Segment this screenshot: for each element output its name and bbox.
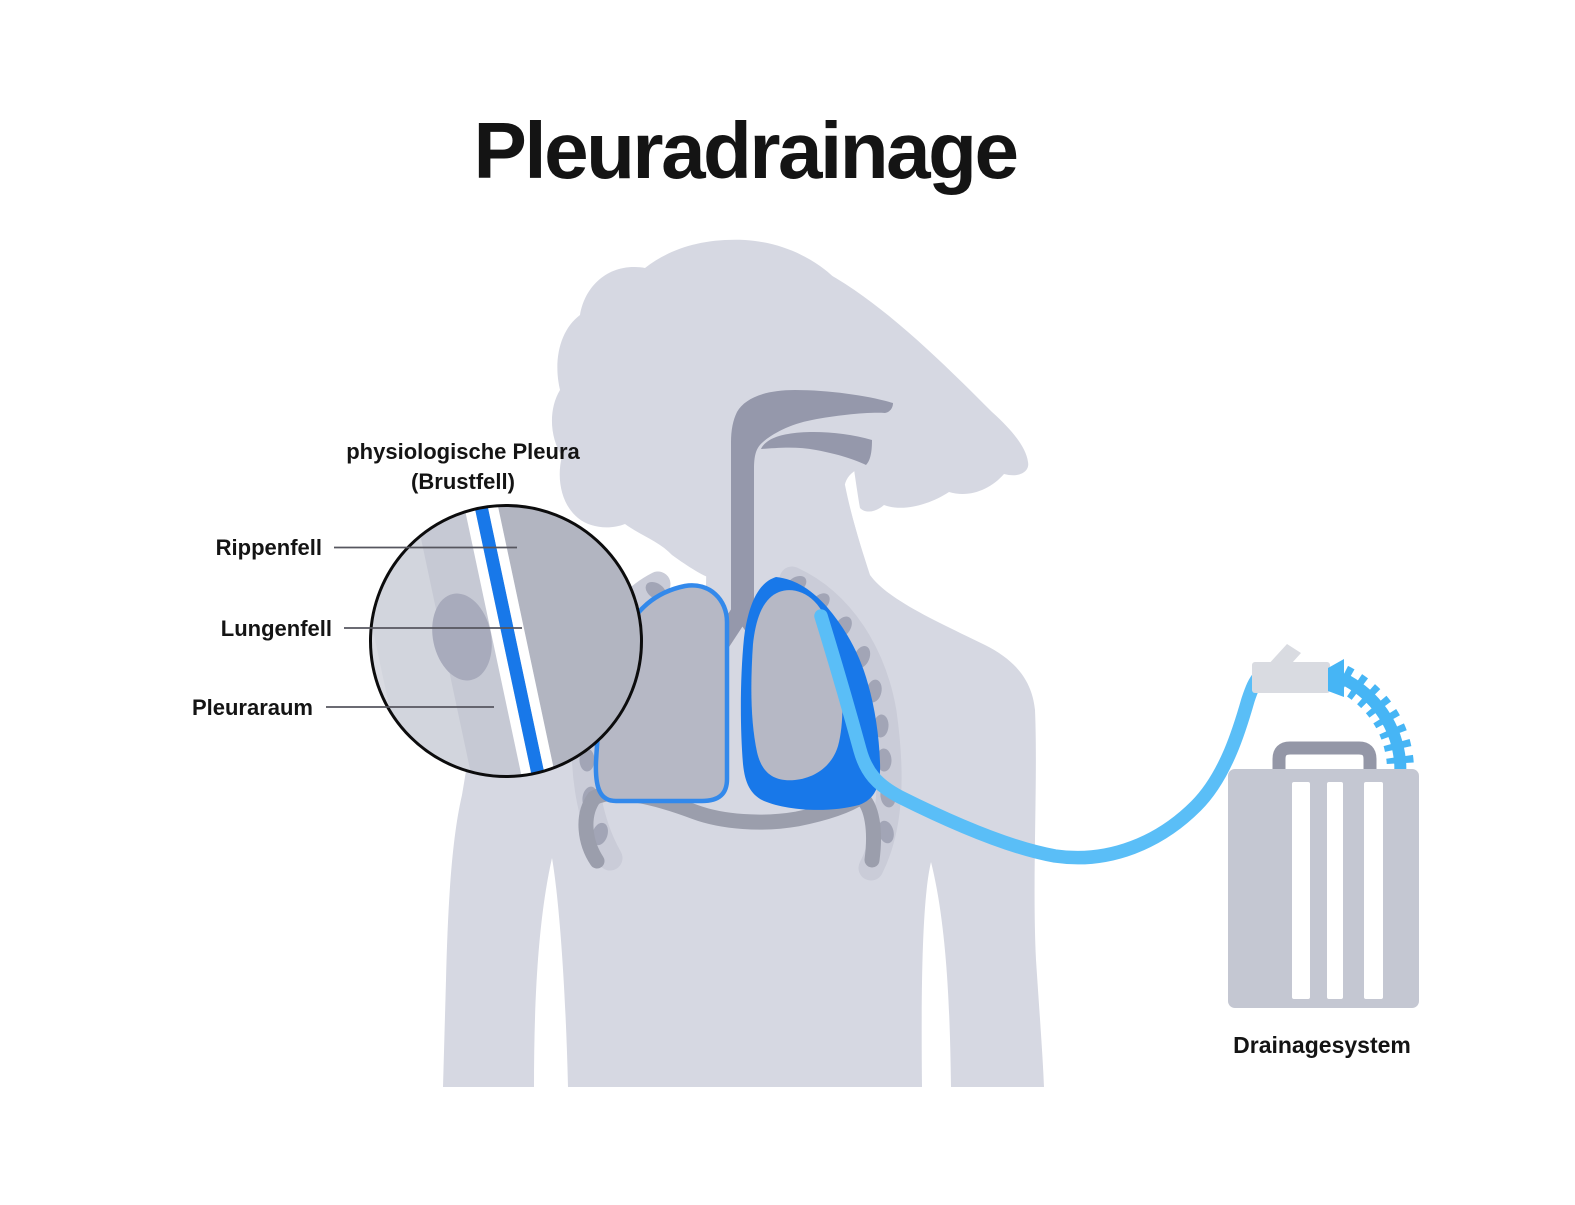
drain-tube (814, 609, 1266, 865)
pleuraraum-layer (464, 505, 555, 777)
mouth-airway (761, 432, 872, 465)
tube-connector (1252, 662, 1330, 693)
label-lungenfell: Lungenfell (221, 616, 332, 641)
nasal-airway (731, 390, 893, 470)
rib-cross-section (432, 593, 492, 681)
page-title: Pleuradrainage (473, 106, 1016, 195)
rippenfell-layer (454, 505, 543, 777)
head-silhouette (551, 239, 894, 592)
label-drainagesystem: Drainagesystem (1233, 1032, 1411, 1058)
magnifier-heading-line2: (Brustfell) (411, 469, 515, 494)
container-slots (1292, 782, 1383, 999)
label-pleuraraum: Pleuraraum (192, 695, 313, 720)
corrugated-tube-ridges (1335, 665, 1414, 776)
drainage-container (1228, 769, 1419, 1008)
magnifier-heading-line1: physiologische Pleura (346, 439, 580, 464)
container-handle (1272, 741, 1377, 775)
left-lung (751, 590, 843, 781)
magnifier-ring (369, 504, 643, 778)
label-rippenfell: Rippenfell (216, 535, 322, 560)
